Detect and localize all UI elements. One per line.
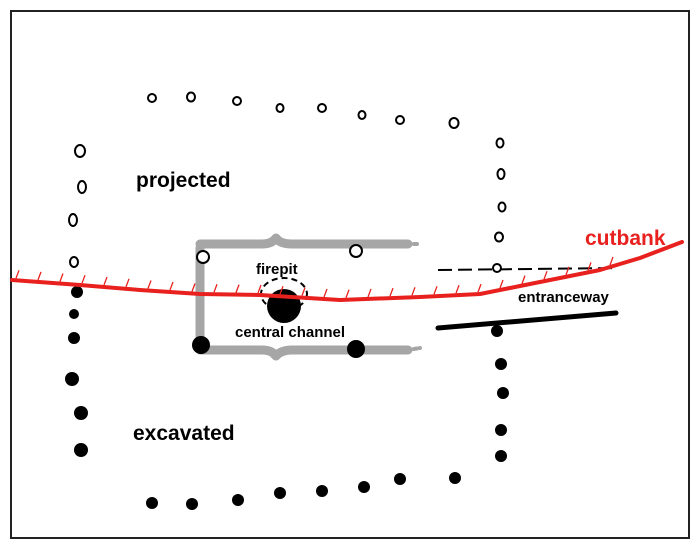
cutbank-hachure (455, 284, 460, 294)
entranceway-lower-line (435, 310, 619, 331)
cutbank-hachure (59, 273, 64, 282)
entranceway-upper-line (437, 267, 619, 271)
cutbank-hachure (147, 280, 152, 289)
cutbank-line (10, 240, 684, 302)
projected-post-hole (494, 231, 504, 243)
excavated-post-hole (449, 472, 461, 484)
cutbank-hachure (477, 283, 482, 293)
excavated-post-hole (347, 340, 365, 358)
cutbank-hachure (37, 271, 42, 281)
excavated-post-hole (358, 481, 370, 493)
cutbank-hachure (103, 276, 108, 286)
excavated-post-hole (495, 450, 507, 462)
excavated-post-hole (74, 406, 88, 420)
projected-post-hole (492, 263, 502, 273)
projected-post-hole (74, 144, 86, 158)
cutbank-hachure (521, 275, 526, 284)
cutbank-hachure (499, 279, 504, 289)
projected-post-hole (357, 110, 367, 120)
projected-post-hole (232, 96, 242, 106)
cutbank-hachures (15, 256, 614, 299)
entranceway-label: entranceway (518, 289, 610, 306)
cutbank-hachure (565, 266, 570, 276)
projected-post-hole (395, 115, 405, 125)
cutbank-hachure (235, 284, 240, 293)
projected-post-hole (68, 213, 78, 227)
excavated-post-hole (497, 387, 509, 399)
projected-post-hole (275, 103, 285, 113)
projected-post-hole (186, 91, 196, 103)
excavated-post-hole (394, 473, 406, 485)
cutbank-hachure (609, 256, 614, 266)
projected-post-hole (317, 103, 327, 113)
cutbank-hachure (301, 287, 306, 296)
cutbank-label: cutbank (585, 227, 666, 250)
cutbank-hachure (543, 270, 548, 280)
excavated-post-hole (491, 325, 503, 337)
cutbank-hachure (125, 278, 130, 288)
projected-post-hole (147, 93, 157, 103)
central-channel-outline (195, 233, 422, 361)
cutbank-hachure (411, 287, 416, 296)
cutbank-hachure (323, 288, 328, 298)
firepit-label: firepit (256, 261, 298, 278)
projected-post-hole (496, 168, 506, 180)
projected-post-hole (349, 244, 363, 258)
projected-label: projected (136, 169, 231, 192)
projected-post-hole (495, 137, 505, 149)
excavated-post-hole (274, 487, 286, 499)
excavated-post-hole (68, 332, 80, 344)
excavated-post-hole (495, 424, 507, 436)
projected-post-hole (497, 201, 507, 213)
excavated-post-hole (74, 443, 88, 457)
cutbank-hachure (257, 284, 262, 294)
cutbank-hachure (279, 286, 284, 295)
excavated-post-hole (232, 494, 244, 506)
excavated-label: excavated (133, 422, 235, 445)
projected-post-hole (448, 117, 460, 129)
excavated-post-hole (69, 309, 79, 319)
projected-post-holes (68, 91, 507, 273)
cutbank-hachure (587, 262, 592, 271)
central-channel-label: central channel (235, 324, 345, 341)
excavated-post-hole (71, 286, 83, 298)
cutbank-hachure (169, 281, 174, 291)
excavated-post-hole (192, 336, 210, 354)
cutbank-hachure (213, 284, 218, 293)
excavated-post-hole (495, 358, 507, 370)
excavated-post-hole (65, 372, 79, 386)
projected-post-hole (196, 250, 210, 264)
cutbank-hachure (367, 288, 372, 298)
excavated-post-hole (146, 497, 158, 509)
excavated-post-holes (65, 286, 509, 510)
excavated-post-hole (186, 498, 198, 510)
cutbank-hachure (15, 270, 20, 279)
cutbank-hachure (191, 283, 196, 292)
projected-post-hole (77, 180, 87, 194)
projected-post-hole (69, 256, 79, 268)
cutbank-hachure (389, 287, 394, 297)
excavated-post-hole (316, 485, 328, 497)
cutbank-hachure (433, 286, 438, 295)
cutbank-hachure (345, 289, 350, 299)
cutbank-hachure (81, 274, 86, 284)
